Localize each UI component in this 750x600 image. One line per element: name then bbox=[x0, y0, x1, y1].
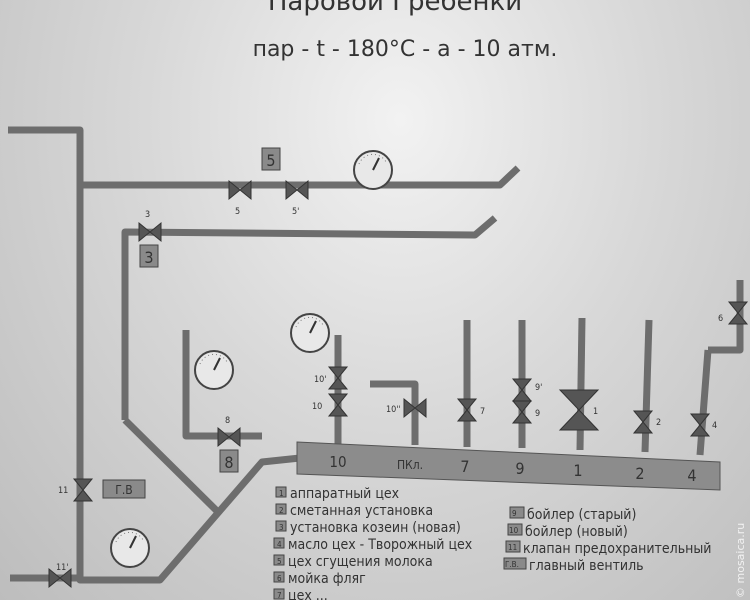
valve-label: 9 bbox=[535, 409, 540, 419]
valve-label: 1 bbox=[593, 407, 598, 417]
legend-item: Г.В. главный вентиль bbox=[503, 557, 644, 574]
valve-label: 5 bbox=[235, 207, 240, 217]
svg-text:мойка фляг: мойка фляг bbox=[288, 571, 366, 587]
legend-item: 1 аппаратный цех bbox=[275, 486, 400, 502]
valve-icon bbox=[728, 301, 748, 325]
valve-icon bbox=[457, 398, 477, 422]
valve-icon bbox=[217, 427, 241, 447]
legend-item: 6 мойка фляг bbox=[273, 571, 366, 587]
legend-left: 1 аппаратный цех 2 сметанная установка 3 ус… bbox=[273, 486, 473, 600]
comb-header: 10 ПКл. 7 9 1 2 4 bbox=[296, 441, 721, 491]
svg-text:3: 3 bbox=[279, 523, 284, 532]
pressure-gauge-icon bbox=[353, 150, 393, 190]
valve-icon bbox=[512, 378, 532, 402]
svg-text:5: 5 bbox=[277, 557, 282, 566]
legend-right: 9 бойлер (старый) 10 бойлер (новый) 11 клап… bbox=[503, 506, 712, 574]
legend-item: 10 бойлер (новый) bbox=[507, 523, 628, 540]
legend-item: 2 сметанная установка bbox=[275, 503, 433, 519]
box-label: Г.В bbox=[115, 483, 132, 497]
valve-label: 4 bbox=[712, 421, 717, 431]
valve-icon bbox=[328, 366, 348, 390]
svg-text:7: 7 bbox=[277, 591, 282, 600]
svg-text:цех сгущения молока: цех сгущения молока bbox=[288, 554, 433, 570]
svg-text:1: 1 bbox=[279, 489, 284, 498]
svg-text:главный вентиль: главный вентиль bbox=[529, 558, 644, 574]
svg-text:4: 4 bbox=[277, 540, 282, 549]
comb-label: ПКл. bbox=[397, 458, 423, 472]
svg-text:аппаратный цех: аппаратный цех bbox=[290, 486, 400, 502]
comb-label: 9 bbox=[515, 459, 524, 478]
svg-text:11: 11 bbox=[508, 543, 517, 552]
label-box bbox=[102, 479, 146, 499]
legend-item: 5 цех сгущения молока bbox=[273, 554, 433, 570]
svg-text:2: 2 bbox=[279, 506, 284, 515]
svg-text:цех ...: цех ... bbox=[288, 588, 328, 600]
comb-label: 10 bbox=[329, 453, 346, 471]
comb-label: 2 bbox=[635, 464, 644, 483]
svg-text:10: 10 bbox=[509, 526, 519, 535]
pressure-gauge-icon bbox=[290, 313, 330, 353]
svg-text:6: 6 bbox=[277, 574, 282, 583]
valve-icon bbox=[328, 393, 348, 417]
comb-label: 1 bbox=[573, 461, 582, 480]
valve-label: 11' bbox=[56, 563, 69, 573]
valve-label: 3 bbox=[145, 210, 150, 220]
valve-icon bbox=[558, 389, 600, 431]
box-label: 3 bbox=[144, 248, 153, 267]
label-box bbox=[261, 147, 281, 171]
valve-icon bbox=[690, 413, 710, 437]
svg-text:Г.В.: Г.В. bbox=[505, 560, 519, 569]
valve-label: 10'' bbox=[386, 405, 401, 415]
valve-label: 2 bbox=[656, 418, 661, 428]
valve-label: 11 bbox=[58, 486, 68, 496]
valve-label: 10 bbox=[312, 402, 322, 412]
svg-text:бойлер (старый): бойлер (старый) bbox=[527, 507, 636, 523]
pipes bbox=[8, 126, 744, 584]
valve-label: 8 bbox=[225, 416, 230, 426]
svg-text:клапан предохранительный: клапан предохранительный bbox=[523, 541, 712, 557]
valve-icon bbox=[512, 400, 532, 424]
box-label: 8 bbox=[224, 453, 233, 472]
pressure-gauge-icon bbox=[194, 350, 234, 390]
diagram-subtitle: пар - t - 180°C - a - 10 атм. bbox=[253, 37, 558, 62]
box-label: 5 bbox=[266, 151, 275, 170]
valve-label: 10' bbox=[314, 375, 327, 385]
pressure-gauge-icon bbox=[110, 528, 150, 568]
svg-text:установка козеин (новая): установка козеин (новая) bbox=[290, 520, 461, 536]
legend-item: 11 клапан предохранительный bbox=[505, 540, 712, 557]
comb-label: 7 bbox=[460, 457, 469, 476]
watermark: © mosaica.ru bbox=[734, 523, 747, 598]
svg-text:масло цех - Творожный цех: масло цех - Творожный цех bbox=[288, 537, 473, 553]
valve-label: 7 bbox=[480, 407, 485, 417]
diagram-title: Паровой Гребенки bbox=[268, 0, 522, 17]
label-box bbox=[139, 244, 159, 268]
comb-label: 4 bbox=[687, 466, 696, 485]
valve-label: 6 bbox=[718, 314, 723, 324]
label-box bbox=[219, 449, 239, 473]
legend-item: 9 бойлер (старый) bbox=[509, 506, 636, 523]
legend-item: 4 масло цех - Творожный цех bbox=[273, 537, 473, 553]
legend-item: 3 установка козеин (новая) bbox=[275, 520, 461, 536]
svg-text:бойлер (новый): бойлер (новый) bbox=[525, 524, 628, 540]
valve-label: 9' bbox=[535, 383, 542, 393]
valve-icon bbox=[138, 222, 162, 242]
valves: 5 5' 5 3 3 8 8 11 Г.В 11' 10' 10 10'' 7 … bbox=[48, 147, 748, 588]
svg-text:сметанная установка: сметанная установка bbox=[290, 503, 433, 519]
svg-text:9: 9 bbox=[512, 509, 517, 518]
legend-item: 7 цех ... bbox=[273, 588, 328, 600]
valve-label: 5' bbox=[292, 207, 299, 217]
